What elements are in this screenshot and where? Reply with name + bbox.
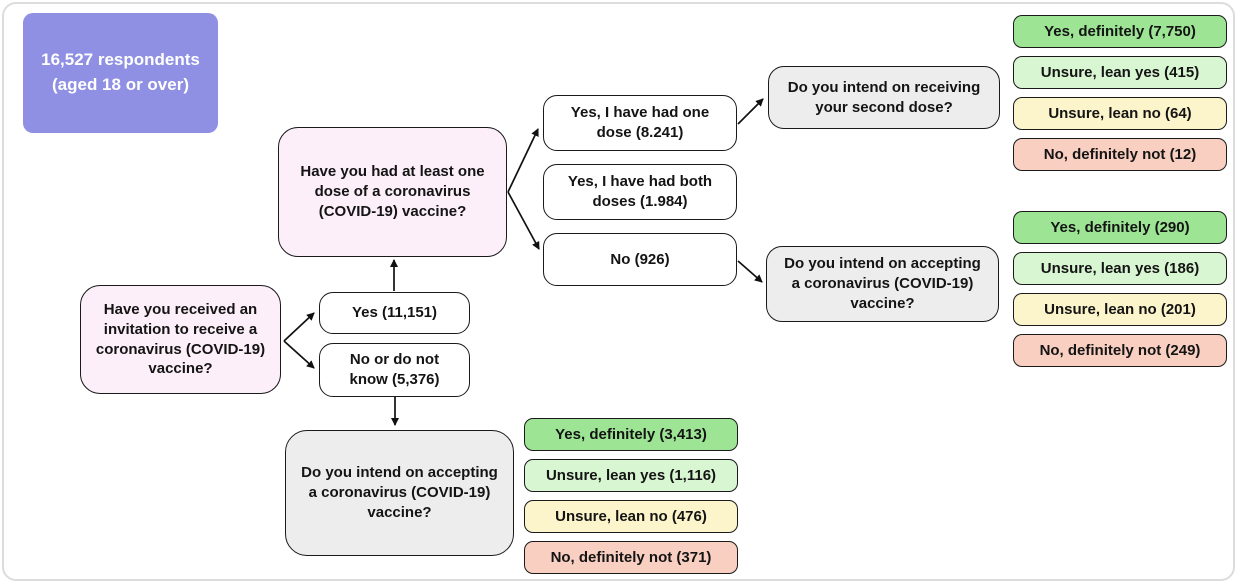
outcome-label: No, definitely not (249) <box>1039 341 1201 359</box>
outcome-accept-no-invite-unsure-lean-yes: Unsure, lean yes (1,116) <box>524 459 738 492</box>
answer-invitation-yes-label: Yes (11,151) <box>351 304 438 322</box>
question-invitation-box: Have you received an invitation to recei… <box>80 285 281 394</box>
outcome-label: Unsure, lean yes (186) <box>1040 259 1200 277</box>
answer-one-dose-box: Yes, I have had one dose (8.241) <box>543 95 737 151</box>
outcome-accept-after-no-dose-yes-definitely: Yes, definitely (290) <box>1013 211 1227 244</box>
outcome-accept-after-no-dose-unsure-lean-no: Unsure, lean no (201) <box>1013 293 1227 326</box>
outcome-label: Unsure, lean no (201) <box>1044 300 1196 318</box>
outcome-second-dose-unsure-lean-no: Unsure, lean no (64) <box>1013 97 1227 130</box>
outcome-accept-no-invite-yes-definitely: Yes, definitely (3,413) <box>524 418 738 451</box>
answer-invitation-no-box: No or do not know (5,376) <box>319 343 470 397</box>
answer-invitation-yes-box: Yes (11,151) <box>319 292 470 334</box>
question-accept-after-no-dose-box: Do you intend on accepting a coronavirus… <box>766 246 999 322</box>
outcome-second-dose-no-definitely-not: No, definitely not (12) <box>1013 138 1227 171</box>
question-second-dose-box: Do you intend on receiving your second d… <box>768 66 1000 129</box>
outcome-label: Yes, definitely (7,750) <box>1044 22 1196 40</box>
outcome-label: Yes, definitely (290) <box>1050 218 1190 236</box>
outcome-label: Yes, definitely (3,413) <box>555 425 707 443</box>
respondents-label: 16,527 respondents (aged 18 or over) <box>41 50 200 94</box>
outcome-label: No, definitely not (12) <box>1043 145 1197 163</box>
answer-both-doses-label: Yes, I have had both doses (1.984) <box>567 173 713 210</box>
respondents-box: 16,527 respondents (aged 18 or over) <box>23 13 218 133</box>
outcome-second-dose-unsure-lean-yes: Unsure, lean yes (415) <box>1013 56 1227 89</box>
answer-both-doses-box: Yes, I have had both doses (1.984) <box>543 164 737 220</box>
answer-no-dose-box: No (926) <box>543 233 737 286</box>
answer-no-dose-label: No (926) <box>610 250 670 268</box>
question-invitation-label: Have you received an invitation to recei… <box>95 300 266 378</box>
answer-one-dose-label: Yes, I have had one dose (8.241) <box>570 104 710 141</box>
outcome-label: Unsure, lean yes (415) <box>1040 63 1200 81</box>
outcome-label: Unsure, lean no (476) <box>555 507 707 525</box>
question-second-dose-label: Do you intend on receiving your second d… <box>787 78 981 116</box>
outcome-label: Unsure, lean yes (1,116) <box>545 466 717 484</box>
outcome-accept-no-invite-no-definitely-not: No, definitely not (371) <box>524 541 738 574</box>
question-accept-no-invite-label: Do you intend on accepting a coronavirus… <box>301 464 498 521</box>
outcome-second-dose-yes-definitely: Yes, definitely (7,750) <box>1013 15 1227 48</box>
outcome-label: Unsure, lean no (64) <box>1048 104 1192 122</box>
outcome-label: No, definitely not (371) <box>550 548 712 566</box>
question-accept-no-invite-box: Do you intend on accepting a coronavirus… <box>285 430 514 556</box>
question-dose-label: Have you had at least one dose of a coro… <box>300 163 485 220</box>
outcome-accept-after-no-dose-no-definitely-not: No, definitely not (249) <box>1013 334 1227 367</box>
question-accept-after-no-dose-label: Do you intend on accepting a coronavirus… <box>784 255 981 312</box>
answer-invitation-no-label: No or do not know (5,376) <box>349 351 440 388</box>
outcome-accept-after-no-dose-unsure-lean-yes: Unsure, lean yes (186) <box>1013 252 1227 285</box>
outcome-accept-no-invite-unsure-lean-no: Unsure, lean no (476) <box>524 500 738 533</box>
question-dose-box: Have you had at least one dose of a coro… <box>278 127 507 257</box>
